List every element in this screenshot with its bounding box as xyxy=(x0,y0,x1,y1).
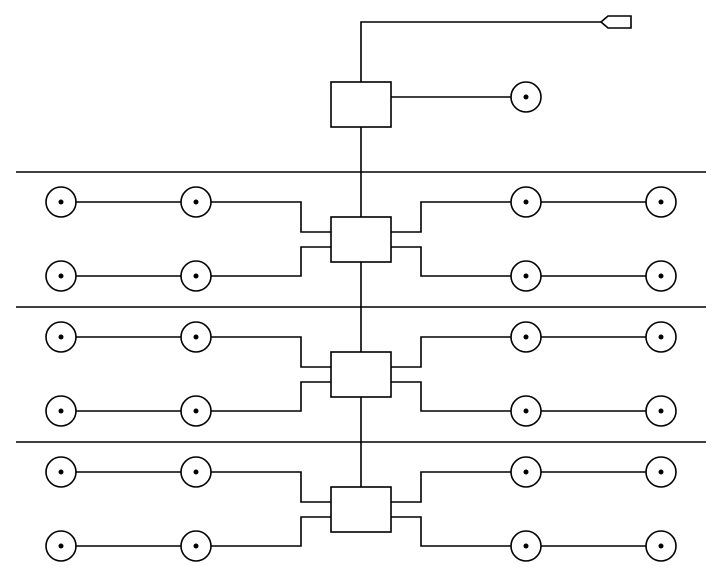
node-center-dot xyxy=(658,334,664,340)
node-center-dot xyxy=(523,408,529,414)
node-center-dot xyxy=(523,543,529,549)
node-center-dot xyxy=(193,408,199,414)
node xyxy=(180,186,212,218)
node xyxy=(180,456,212,488)
switch-box xyxy=(330,486,392,533)
group-1 xyxy=(16,171,706,292)
node xyxy=(180,395,212,427)
link-line xyxy=(211,246,331,277)
node-center-dot xyxy=(193,334,199,340)
node xyxy=(45,321,77,353)
link-line xyxy=(211,336,331,368)
link-line xyxy=(391,381,511,412)
node xyxy=(45,456,77,488)
uplink-line xyxy=(360,21,602,82)
node-center-dot xyxy=(58,334,64,340)
node-center-dot xyxy=(658,408,664,414)
node xyxy=(510,456,542,488)
node xyxy=(645,321,677,353)
link-line xyxy=(211,201,331,233)
node xyxy=(45,530,77,562)
node-center-dot xyxy=(658,543,664,549)
link-line xyxy=(391,516,511,547)
group-2 xyxy=(16,306,706,427)
link-line xyxy=(391,201,511,233)
node-center-dot xyxy=(523,199,529,205)
link-line xyxy=(391,246,511,277)
node xyxy=(510,260,542,292)
node xyxy=(45,395,77,427)
link-line xyxy=(211,471,331,503)
uplink-connector-tag xyxy=(599,15,632,29)
node-center-dot xyxy=(58,408,64,414)
node-center-dot xyxy=(658,199,664,205)
node-center-dot xyxy=(193,199,199,205)
node xyxy=(510,395,542,427)
node xyxy=(45,260,77,292)
top-section xyxy=(330,15,632,128)
link-line xyxy=(391,471,511,503)
node-center-dot xyxy=(58,273,64,279)
node-center-dot xyxy=(193,469,199,475)
switch-box xyxy=(330,351,392,398)
link-line xyxy=(211,381,331,412)
node xyxy=(45,186,77,218)
node-center-dot xyxy=(193,543,199,549)
node-center-dot xyxy=(58,199,64,205)
node xyxy=(645,530,677,562)
root-box xyxy=(330,81,392,128)
node xyxy=(645,186,677,218)
node xyxy=(645,395,677,427)
node xyxy=(645,260,677,292)
node-center-dot xyxy=(193,273,199,279)
node xyxy=(510,530,542,562)
node xyxy=(180,530,212,562)
link-line xyxy=(391,336,511,368)
node xyxy=(510,186,542,218)
node-center-dot xyxy=(523,469,529,475)
node xyxy=(645,456,677,488)
node xyxy=(510,321,542,353)
node-center-dot xyxy=(58,469,64,475)
node xyxy=(180,260,212,292)
node-center-dot xyxy=(658,273,664,279)
node xyxy=(180,321,212,353)
switch-box xyxy=(330,216,392,263)
root-node xyxy=(510,81,542,113)
node-center-dot xyxy=(523,273,529,279)
group-3 xyxy=(16,441,706,562)
node-center-dot xyxy=(58,543,64,549)
link-line xyxy=(211,516,331,547)
node-center-dot xyxy=(523,334,529,340)
node-center-dot xyxy=(658,469,664,475)
